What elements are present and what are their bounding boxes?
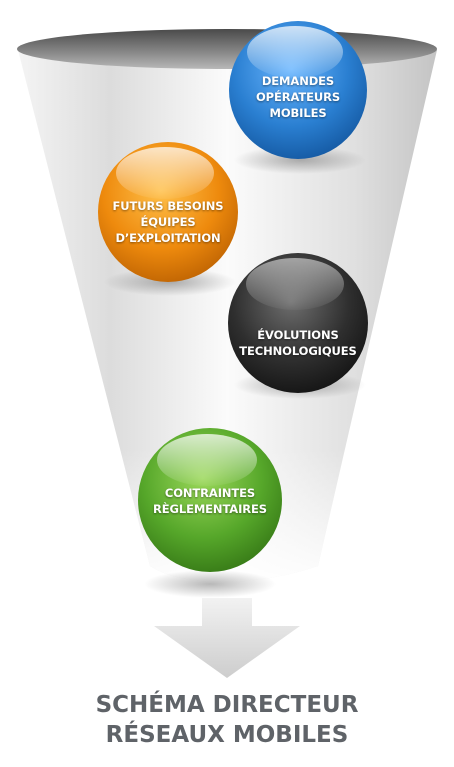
label-line: D’EXPLOITATION xyxy=(115,231,221,245)
sphere-evolutions-technologiques xyxy=(228,253,368,393)
label-demandes-operateurs: DEMANDES OPÉRATEURS MOBILES xyxy=(238,73,358,121)
sphere-futurs-besoins xyxy=(98,142,238,282)
label-line: OPÉRATEURS xyxy=(255,90,341,104)
funnel-rim xyxy=(17,29,437,69)
label-line: TECHNOLOGIQUES xyxy=(239,344,357,358)
label-futurs-besoins: FUTURS BESOINS ÉQUIPES D’EXPLOITATION xyxy=(93,198,243,246)
output-title: SCHÉMA DIRECTEUR RÉSEAUX MOBILES xyxy=(0,690,454,750)
label-line: MOBILES xyxy=(269,106,327,120)
label-evolutions-technologiques: ÉVOLUTIONS TECHNOLOGIQUES xyxy=(220,327,376,359)
label-line: ÉQUIPES xyxy=(140,215,196,229)
output-title-line: RÉSEAUX MOBILES xyxy=(105,722,349,748)
label-line: DEMANDES xyxy=(261,74,335,88)
label-line: ÉVOLUTIONS xyxy=(257,328,339,342)
sphere-demandes-operateurs xyxy=(229,21,367,159)
label-contraintes-reglementaires: CONTRAINTES RÈGLEMENTAIRES xyxy=(138,485,282,517)
output-arrow xyxy=(154,598,300,678)
sphere-contraintes-reglementaires xyxy=(138,428,282,572)
label-line: FUTURS BESOINS xyxy=(112,199,224,213)
label-line: CONTRAINTES xyxy=(164,486,256,500)
output-title-line: SCHÉMA DIRECTEUR xyxy=(95,692,359,718)
label-line: RÈGLEMENTAIRES xyxy=(153,502,267,516)
